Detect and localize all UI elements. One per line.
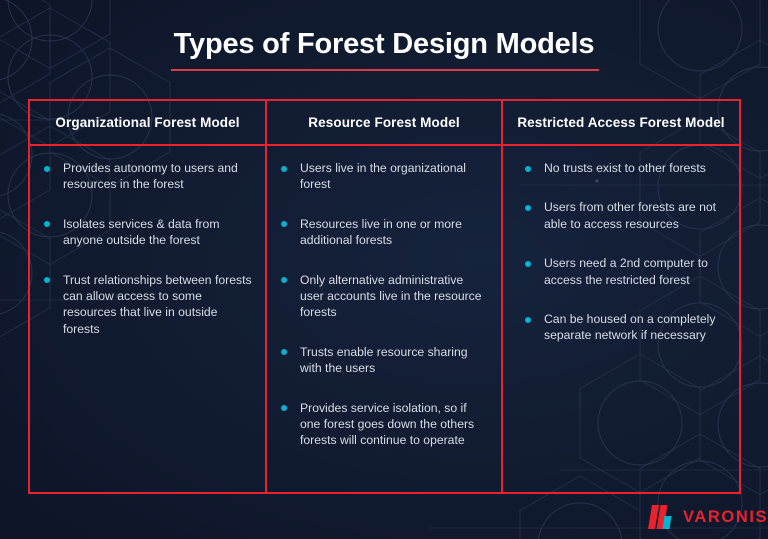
varonis-logo-text: VARONIS <box>683 507 768 526</box>
list-item: Provides autonomy to users and resources… <box>44 160 253 193</box>
table-body-row: Provides autonomy to users and resources… <box>30 146 739 492</box>
list-item-text: Provides autonomy to users and resources… <box>63 161 238 192</box>
list-item: Users need a 2nd computer to access the … <box>525 255 727 288</box>
bullet-dot-icon <box>281 405 287 412</box>
column-header-label: Resource Forest Model <box>308 115 460 130</box>
bullet-dot-icon <box>281 277 287 284</box>
bullet-dot-icon <box>44 165 50 172</box>
bullet-list: Provides autonomy to users and resources… <box>44 160 253 337</box>
list-item: Can be housed on a completely separate n… <box>525 311 727 344</box>
list-item-text: Provides service isolation, so if one fo… <box>300 400 475 448</box>
list-item: Trusts enable resource sharing with the … <box>281 344 489 377</box>
bullet-dot-icon <box>281 165 287 172</box>
column-header-organizational-forest-model: Organizational Forest Model <box>30 101 265 144</box>
column-header-label: Restricted Access Forest Model <box>517 115 725 130</box>
forest-models-table: Organizational Forest Model Resource For… <box>28 99 741 494</box>
list-item-text: Users live in the organizational forest <box>300 161 466 192</box>
page-title: Types of Forest Design Models <box>173 28 595 60</box>
table-header-row: Organizational Forest Model Resource For… <box>30 101 739 146</box>
column-header-label: Organizational Forest Model <box>55 115 240 130</box>
list-item-text: Can be housed on a completely separate n… <box>544 312 716 343</box>
column-body-organizational-forest-model: Provides autonomy to users and resources… <box>30 146 265 492</box>
bullet-dot-icon <box>525 316 531 323</box>
bullet-list: No trusts exist to other forests Users f… <box>525 160 727 344</box>
list-item-text: Trusts enable resource sharing with the … <box>300 344 468 376</box>
list-item-text: Resources live in one or more additional… <box>300 216 462 248</box>
title-underline-rule <box>171 69 599 71</box>
column-header-restricted-access-forest-model: Restricted Access Forest Model <box>503 101 739 144</box>
list-item: Users from other forests are not able to… <box>525 199 727 232</box>
list-item: Only alternative administrative user acc… <box>281 272 489 321</box>
list-item: Provides service isolation, so if one fo… <box>281 400 489 449</box>
bullet-dot-icon <box>44 221 50 228</box>
title-block: Types of Forest Design Models <box>0 26 768 62</box>
list-item-text: Users need a 2nd computer to access the … <box>544 256 708 287</box>
bullet-list: Users live in the organizational forest … <box>281 160 489 449</box>
bullet-dot-icon <box>281 349 287 356</box>
list-item-text: Trust relationships between forests can … <box>63 272 252 336</box>
bullet-dot-icon <box>525 204 531 211</box>
list-item: No trusts exist to other forests <box>525 160 727 176</box>
bullet-dot-icon <box>525 260 531 267</box>
list-item-text: Isolates services & data from anyone out… <box>63 216 220 248</box>
bullet-dot-icon <box>525 165 531 172</box>
varonis-slashes-icon <box>648 505 672 529</box>
column-header-resource-forest-model: Resource Forest Model <box>265 101 503 144</box>
list-item-text: No trusts exist to other forests <box>544 161 706 175</box>
list-item: Trust relationships between forests can … <box>44 272 253 338</box>
varonis-logo: VARONIS <box>648 503 767 531</box>
list-item: Resources live in one or more additional… <box>281 216 489 249</box>
bullet-dot-icon <box>44 277 50 284</box>
column-body-restricted-access-forest-model: No trusts exist to other forests Users f… <box>503 146 739 492</box>
column-body-resource-forest-model: Users live in the organizational forest … <box>265 146 503 492</box>
list-item-text: Only alternative administrative user acc… <box>300 272 482 320</box>
list-item: Users live in the organizational forest <box>281 160 489 193</box>
bullet-dot-icon <box>281 221 287 228</box>
list-item-text: Users from other forests are not able to… <box>544 200 717 231</box>
list-item: Isolates services & data from anyone out… <box>44 216 253 249</box>
